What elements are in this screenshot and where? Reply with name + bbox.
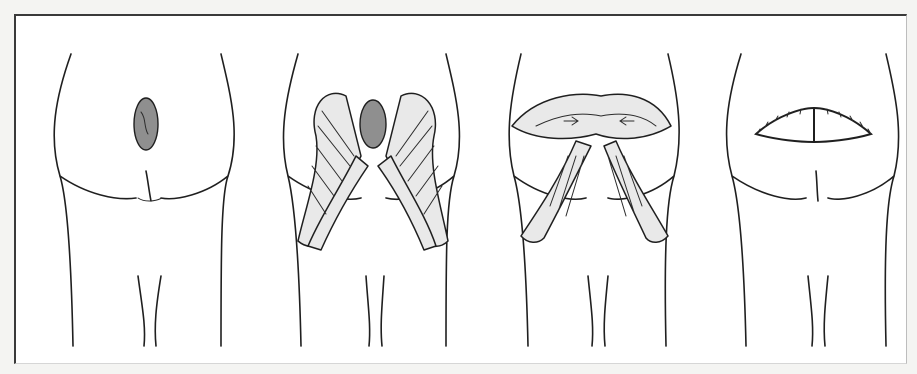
panel-2-right-contour <box>446 54 459 346</box>
panel-4-right-contour <box>885 54 898 346</box>
panel-2-inner-right-thigh <box>381 276 384 346</box>
panel-1-right-gluteal-fold <box>161 176 228 199</box>
panel-4-cleft <box>816 171 818 201</box>
surgical-illustration <box>16 16 907 364</box>
panel-1-defect-ulcer <box>134 98 158 150</box>
panel-4-closed <box>727 54 899 346</box>
panel-2-defect <box>360 100 386 148</box>
panel-3-advanced-flaps <box>512 94 671 138</box>
panel-4-right-gluteal-fold <box>828 176 894 199</box>
panel-3-left-contour <box>509 54 528 346</box>
panel-1-inner-left-thigh <box>138 276 145 346</box>
panel-3-inner-left-thigh <box>588 276 593 346</box>
panel-1-right-contour <box>221 54 234 346</box>
illustration-panel <box>14 14 907 364</box>
panel-3-right-pedicle <box>604 141 668 242</box>
panel-3-right-contour <box>665 54 679 346</box>
panel-1-inner-right-thigh <box>155 276 161 346</box>
panel-3-flaps-advanced <box>509 54 679 346</box>
panel-1-defect <box>54 54 234 346</box>
panel-2-left-contour <box>283 54 301 346</box>
panel-1-left-contour <box>54 54 73 346</box>
panel-1-left-gluteal-fold <box>60 176 136 199</box>
panel-4-left-gluteal-fold <box>732 176 806 199</box>
panel-3-left-pedicle <box>521 141 591 242</box>
panel-4-left-contour <box>727 54 746 346</box>
panel-2-flaps-raised <box>283 54 459 346</box>
panel-4-inner-left-thigh <box>808 276 813 346</box>
panel-2-inner-left-thigh <box>366 276 370 346</box>
panel-1-cleft <box>146 171 151 201</box>
panel-4-inner-right-thigh <box>824 276 828 346</box>
panel-3-inner-right-thigh <box>604 276 608 346</box>
